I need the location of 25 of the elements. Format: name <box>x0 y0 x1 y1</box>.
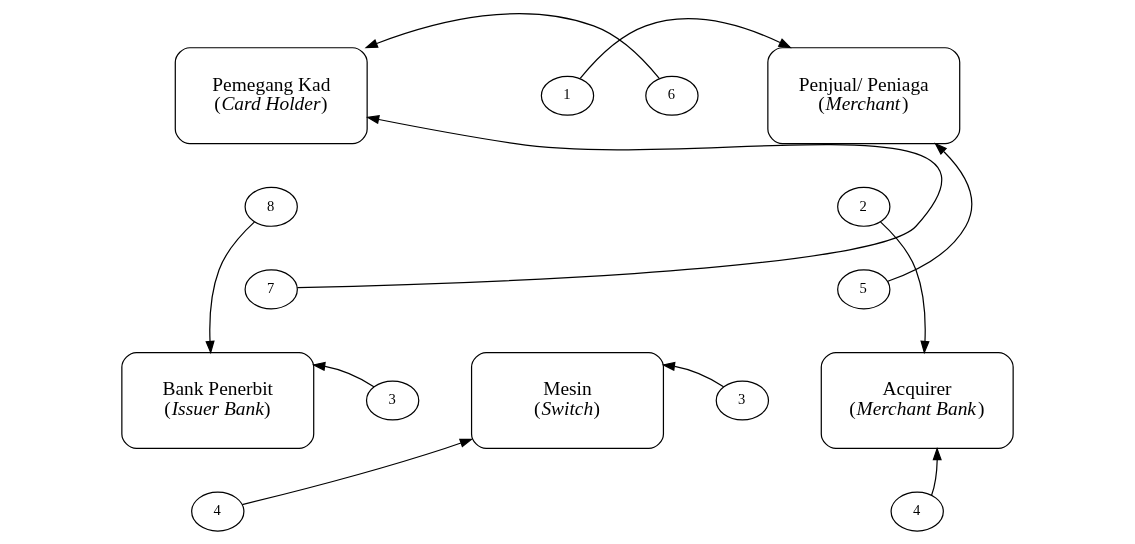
node-box: Bank Penerbit (Issuer Bank) <box>121 351 315 450</box>
node-box: Penjual/ Peniaga (Merchant) <box>767 47 961 145</box>
node-box: Mesin (Switch) <box>470 351 665 450</box>
arrow <box>887 142 973 282</box>
node-ellipse: 2 <box>837 186 891 227</box>
arrow <box>879 221 930 355</box>
arrow <box>311 361 375 388</box>
node-box: Pemegang Kad (Card Holder) <box>174 47 368 145</box>
arrow <box>579 18 792 80</box>
node-box: Acquirer (Merchant Bank) <box>820 351 1014 450</box>
node-ellipse: 8 <box>244 186 298 227</box>
arrow <box>241 438 474 506</box>
arrow <box>296 114 942 289</box>
arrow <box>205 221 256 355</box>
node-ellipse: 5 <box>837 269 891 310</box>
node-ellipse: 4 <box>890 491 944 532</box>
node-ellipse: 1 <box>540 75 595 116</box>
arrow <box>364 13 660 80</box>
node-ellipse: 7 <box>244 269 298 310</box>
node-ellipse: 3 <box>715 380 770 421</box>
node-ellipse: 6 <box>645 75 699 116</box>
arrow <box>661 361 725 388</box>
arrow <box>931 446 942 496</box>
node-ellipse: 3 <box>365 380 420 421</box>
node-ellipse: 4 <box>191 491 245 532</box>
